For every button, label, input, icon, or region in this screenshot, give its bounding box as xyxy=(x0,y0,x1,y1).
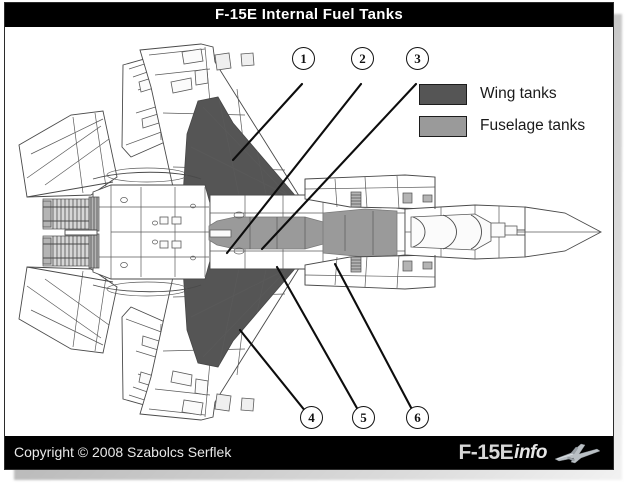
brand-suffix-text: info xyxy=(514,441,547,463)
callout-marker-3: 3 xyxy=(406,47,429,70)
leader-line-3 xyxy=(260,82,418,251)
leader-line-4 xyxy=(238,328,312,419)
air-intake-upper xyxy=(304,174,436,210)
callout-marker-4: 4 xyxy=(300,406,323,429)
engine-nozzle-lower xyxy=(42,233,100,269)
callout-marker-2: 2 xyxy=(351,47,374,70)
callout-leader-lines xyxy=(225,82,418,419)
legend-swatch-fuselage-tanks xyxy=(419,115,467,137)
legend-label-fuselage-tanks: Fuselage tanks xyxy=(480,117,586,134)
aircraft-diagram-canvas: .ln { fill:none; stroke:#4a4a4a; stroke-… xyxy=(5,27,613,436)
aircraft-planform xyxy=(18,43,602,421)
legend-label-wing-tanks: Wing tanks xyxy=(480,85,557,102)
diagram-panel: F-15E Internal Fuel Tanks .ln { fill:non… xyxy=(4,2,614,470)
site-brand: F-15E info xyxy=(458,440,547,465)
fighter-jet-icon xyxy=(554,443,601,464)
leader-line-1 xyxy=(231,82,304,162)
horizontal-stabilizer-upper xyxy=(18,110,118,198)
leader-line-5 xyxy=(275,265,364,419)
callout-marker-1: 1 xyxy=(292,47,315,70)
title-bar: F-15E Internal Fuel Tanks xyxy=(5,3,613,27)
engine-nozzle-upper xyxy=(42,196,100,232)
page-title: F-15E Internal Fuel Tanks xyxy=(214,6,404,23)
legend-item-fuselage-tanks: Fuselage tanks xyxy=(419,112,604,140)
leader-line-2 xyxy=(225,82,363,255)
horizontal-stabilizer-lower xyxy=(18,266,118,354)
footer-bar: Copyright © 2008 Szabolcs Serflek F-15E … xyxy=(5,436,613,469)
air-intake-lower xyxy=(304,254,436,290)
legend-item-wing-tanks: Wing tanks xyxy=(419,80,604,108)
main-wing-lower xyxy=(139,250,306,421)
brand-main-text: F-15E xyxy=(458,440,514,464)
legend: Wing tanks Fuselage tanks xyxy=(419,80,604,144)
copyright-text: Copyright © 2008 Szabolcs Serflek xyxy=(14,444,232,460)
legend-swatch-wing-tanks xyxy=(419,83,467,105)
leader-line-6 xyxy=(333,262,418,419)
callout-marker-5: 5 xyxy=(352,406,375,429)
canopy xyxy=(410,213,492,251)
callout-marker-6: 6 xyxy=(406,406,429,429)
